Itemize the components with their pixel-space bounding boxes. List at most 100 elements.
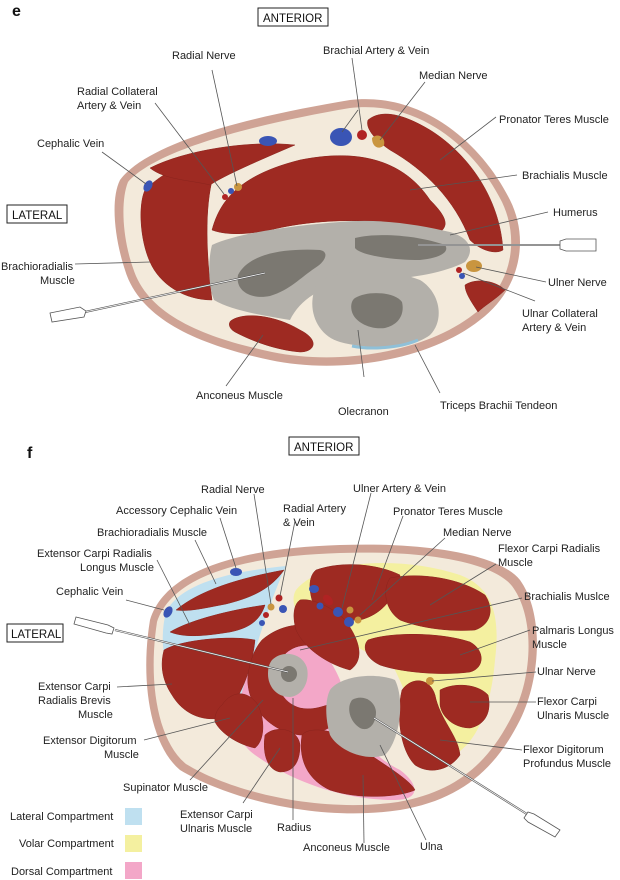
legend-item-volar: Volar Compartment [19,835,142,852]
label-radial-artery-1-f: Radial Artery [283,503,346,515]
label-ecrl-2-f: Longus Muscle [80,562,154,574]
ecu-muscle-f [264,729,301,773]
label-ecu-2-f: Ulnaris Muscle [180,823,252,835]
needle-medial-e [418,238,597,252]
ulner-nerve-f [426,677,434,685]
fdp-muscle-f [399,680,461,771]
label-ulner-artery-vein-f: Ulner Artery & Vein [353,483,446,495]
ecrl-muscle-f [169,604,266,636]
label-triceps-tendon-e: Triceps Brachii Tendeon [440,400,557,412]
label-fcr-2-f: Muscle [498,557,533,569]
panel-f: f ANTERIOR LATERAL [6,436,614,854]
pronator-teres-muscle-e [367,113,504,253]
label-radial-collateral-2-e: Artery & Vein [77,100,141,112]
fcr-muscle-f [385,575,491,631]
label-palmaris-1-f: Palmaris Longus [532,625,614,637]
radial-collateral-vein-e [228,188,234,194]
label-olecranon-e: Olecranon [338,406,389,418]
legend: Lateral Compartment Volar Compartment Do… [10,808,142,879]
lateral-label-f: LATERAL [11,629,62,641]
anterior-box-f [288,436,360,456]
label-fcu-1-f: Flexor Carpi [537,696,597,708]
anterior-box-e [257,7,329,27]
label-ecrb-3-f: Muscle [78,709,113,721]
label-pronator-teres-f: Pronator Teres Muscle [393,506,503,518]
label-palmaris-2-f: Muscle [532,639,567,651]
radial-vein-f [279,605,287,613]
label-ulner-nerve-e: Ulner Nerve [548,277,607,289]
label-accessory-cephalic-f: Accessory Cephalic Vein [116,505,237,517]
label-ecrb-1-f: Extensor Carpi [38,681,111,693]
legend-label-lateral: Lateral Compartment [10,811,113,823]
ulner-vein-f [333,607,343,617]
vein-volar-3-f [344,617,354,627]
label-ed-1-f: Extensor Digitorum [43,735,137,747]
label-brachioradialis-1-e: Brachioradialis [1,261,74,273]
legend-swatch-volar [125,835,142,852]
radial-vein-small-f [259,620,265,626]
label-brachioradialis-2-e: Muscle [40,275,75,287]
label-fcr-1-f: Flexor Carpi Radialis [498,543,601,555]
radial-nerve-f [267,603,275,611]
label-ulnar-collateral-2-e: Artery & Vein [522,322,586,334]
legend-swatch-dorsal [125,862,142,879]
anterior-label-f: ANTERIOR [294,442,353,454]
olecranon-marrow-e [351,293,403,329]
label-supinator-f: Supinator Muscle [123,782,208,794]
anconeus-muscle-e [229,315,314,353]
needle-lateral-e [49,272,266,323]
ulnar-collateral-vein-e [459,273,465,279]
label-radial-collateral-1-e: Radial Collateral [77,86,158,98]
brachialis-muscle-e [211,155,446,234]
legend-item-dorsal: Dorsal Compartment [11,862,142,879]
lateral-box-f [6,623,64,643]
humerus-marrow-lateral-e [237,249,326,297]
label-radius-f: Radius [277,822,312,834]
label-ecu-1-f: Extensor Carpi [180,809,253,821]
fcu-muscle-e [464,280,506,313]
vein-volar-2-f [316,602,324,610]
label-ulnar-collateral-1-e: Ulnar Collateral [522,308,598,320]
label-brachioradialis-f: Brachioradialis Muscle [97,527,207,539]
panel-letter-f: f [27,445,33,462]
label-brachialis-f: Brachialis Muslce [524,591,610,603]
label-ecrb-2-f: Radialis Brevis [38,695,111,707]
ulna-marrow-f [349,697,376,730]
label-cephalic-vein-f: Cephalic Vein [56,586,123,598]
label-cephalic-vein-e: Cephalic Vein [37,138,104,150]
lateral-label-e: LATERAL [12,210,63,222]
brachial-artery-e [357,130,367,140]
label-fdp-2-f: Profundus Muscle [523,758,611,770]
extensor-digitorum-muscle-f [214,693,264,749]
radial-nerve-e [234,183,242,191]
needle-ulna-f [373,717,561,838]
cephalic-vein-e [143,180,153,192]
label-ecrl-1-f: Extensor Carpi Radialis [37,548,152,560]
label-radial-nerve-e: Radial Nerve [172,50,236,62]
leader-lines-e [74,57,549,394]
label-anconeus-e: Anconeus Muscle [196,390,283,402]
fcu-muscle-f [439,684,490,729]
panel-letter-e: e [12,3,21,20]
label-radial-nerve-f: Radial Nerve [201,484,265,496]
radial-artery-f [275,594,283,602]
anterior-label-e: ANTERIOR [263,13,322,25]
leader-lines-f [116,492,537,844]
label-ed-2-f: Muscle [104,749,139,761]
panel-e: e ANTERIOR LATERAL [1,3,609,418]
label-fdp-1-f: Flexor Digitorum [523,744,604,756]
ecrl-muscle-e [149,143,296,186]
palmaris-longus-muscle-f [364,633,482,674]
ulnar-collateral-artery-e [456,267,462,273]
brachial-vein-e [330,128,352,146]
label-fcu-2-f: Ulnaris Muscle [537,710,609,722]
radius-marrow-f [281,666,297,682]
humerus-marrow-medial-e [355,235,447,260]
accessory-cephalic-vein-f [230,568,242,576]
label-median-nerve-f: Median Nerve [443,527,511,539]
radial-collateral-artery-e [222,194,228,200]
brachialis-muscle-f [293,599,360,671]
legend-swatch-lateral [125,808,142,825]
cephalic-vein-f [163,606,173,618]
